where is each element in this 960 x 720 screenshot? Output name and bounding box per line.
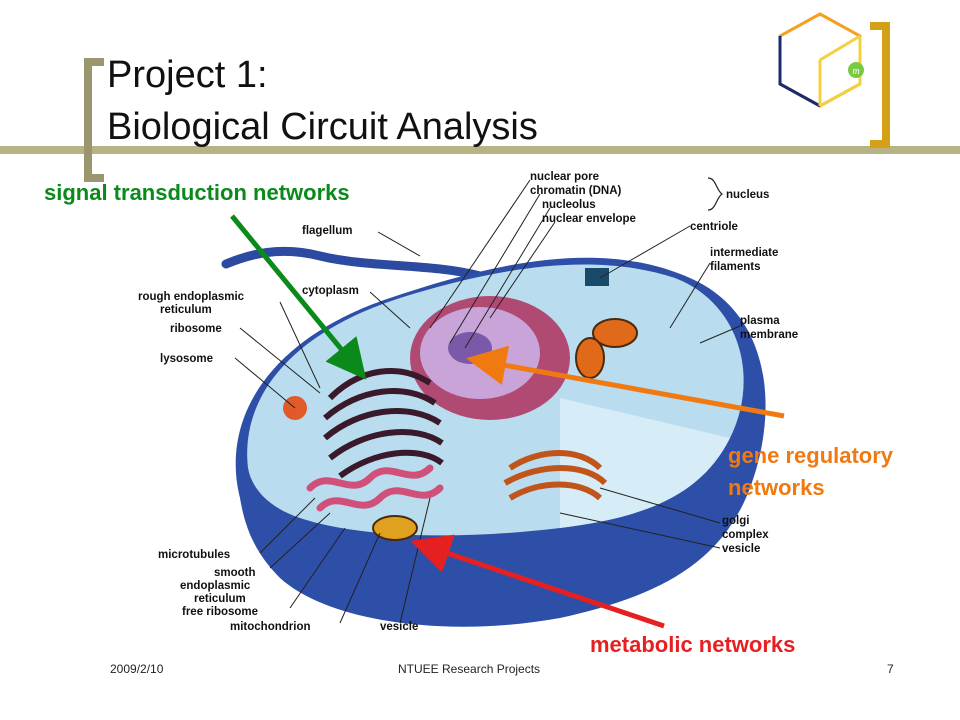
label-rough-er-1: rough endoplasmic (138, 291, 245, 303)
label-vesicle-bottom: vesicle (380, 621, 418, 633)
label-nucleus: nucleus (726, 189, 769, 201)
label-reticulum: reticulum (194, 593, 246, 605)
label-mitochondrion: mitochondrion (230, 621, 311, 633)
label-filaments: filaments (710, 261, 761, 273)
nucleolus-shape (448, 332, 492, 364)
slide-title-line-1: Project 1: (107, 54, 268, 96)
label-nuclear-pore: nuclear pore (530, 171, 599, 183)
smooth-er-shape (306, 464, 444, 512)
centriole-shape (585, 268, 609, 286)
label-golgi-1: golgi (722, 515, 749, 527)
slide-title-line-2: Biological Circuit Analysis (107, 106, 538, 148)
gene-regulatory-callout: gene regulatory networks (728, 440, 893, 504)
label-centriole: centriole (690, 221, 738, 233)
title-underline-bar (0, 146, 960, 154)
flagellum-shape (221, 246, 485, 281)
label-rough-er-2: reticulum (160, 304, 212, 316)
signal-transduction-callout: signal transduction networks (44, 180, 350, 205)
mitochondrion-shape-2 (575, 337, 605, 379)
footer-page-number: 7 (887, 662, 894, 676)
mitochondrion-shape-1 (592, 318, 638, 348)
gene-regulatory-line-1: gene regulatory (728, 443, 894, 468)
cutaway-shape (560, 398, 730, 528)
label-free-ribosome: free ribosome (182, 606, 258, 618)
nucleus-brace (707, 177, 724, 211)
label-golgi-2: complex (722, 529, 769, 541)
label-ribosome: ribosome (170, 323, 222, 335)
title-bracket-left (84, 58, 104, 182)
label-flagellum: flagellum (302, 225, 352, 237)
label-nucleolus: nucleolus (542, 199, 596, 211)
label-smooth: smooth (214, 567, 256, 579)
label-microtubules: microtubules (158, 549, 230, 561)
label-vesicle-right: vesicle (722, 543, 760, 555)
svg-text:m: m (852, 66, 859, 77)
label-membrane: membrane (740, 329, 798, 341)
label-plasma: plasma (740, 315, 780, 327)
metabolic-callout: metabolic networks (590, 632, 796, 657)
golgi-complex-shape (503, 450, 608, 501)
label-endoplasmic: endoplasmic (180, 580, 251, 592)
title-bracket-right (870, 22, 890, 148)
mitochondrion-shape-3 (372, 515, 418, 541)
label-lysosome: lysosome (160, 353, 213, 365)
ntuee-logo-icon: m (778, 12, 864, 108)
label-cytoplasm: cytoplasm (302, 285, 359, 297)
label-nuclear-envelope: nuclear envelope (542, 213, 636, 225)
gene-regulatory-line-2: networks (728, 475, 825, 500)
label-intermediate: intermediate (710, 247, 778, 259)
rough-er-shape (323, 368, 444, 479)
footer-date: 2009/2/10 (110, 662, 164, 676)
animal-cell-diagram: nuclear pore chromatin (DNA) nucleolus n… (138, 171, 798, 633)
label-chromatin: chromatin (DNA) (530, 185, 622, 197)
footer-title: NTUEE Research Projects (398, 662, 541, 676)
